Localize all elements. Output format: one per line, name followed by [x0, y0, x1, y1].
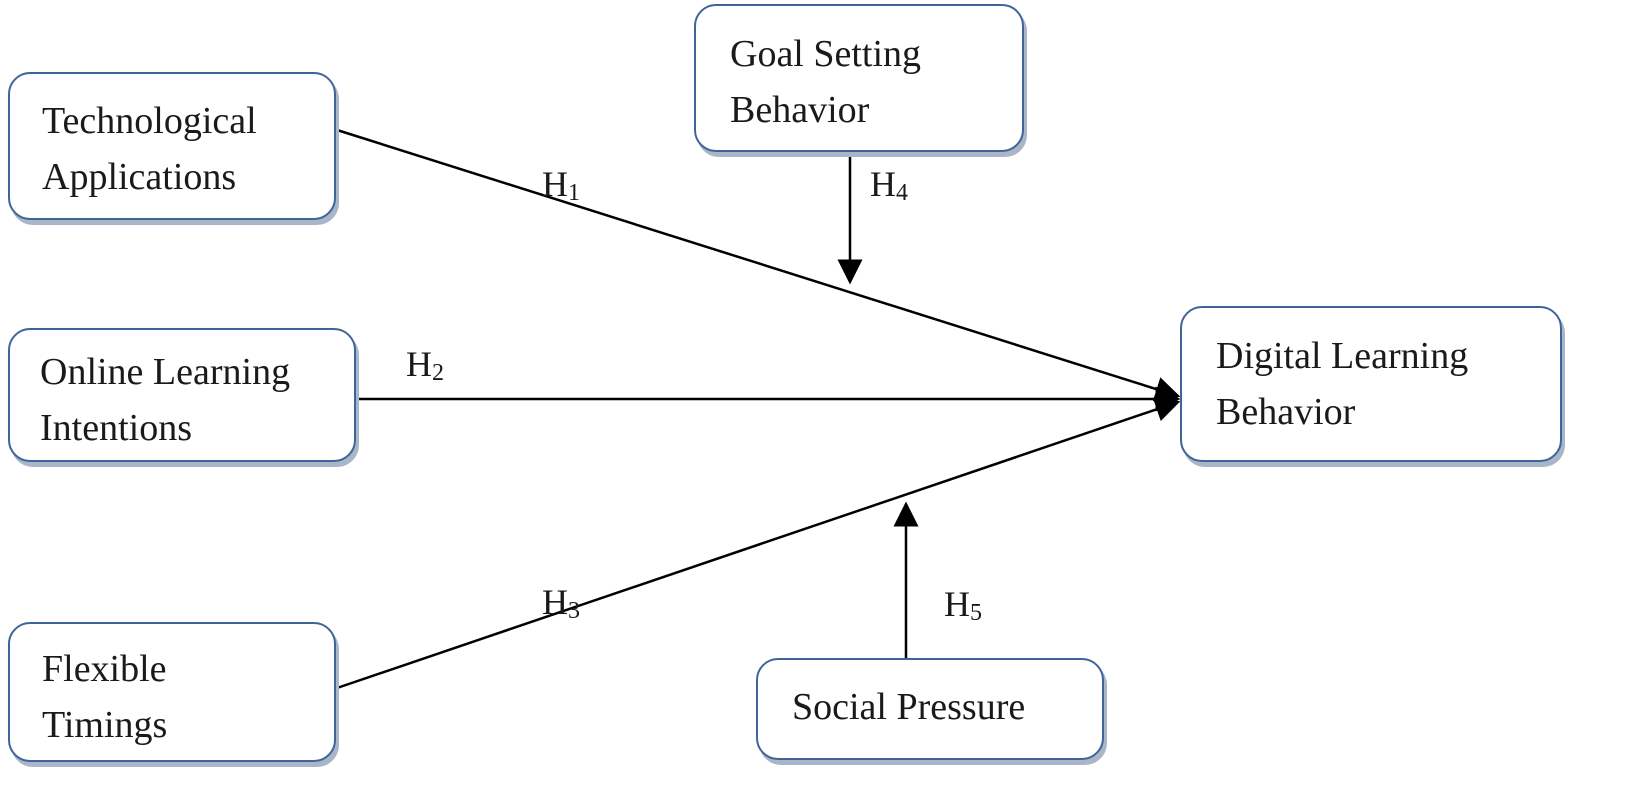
node-label-line: Social Pressure — [792, 686, 1026, 728]
edge-label-h3: H3 — [542, 584, 580, 629]
edge-label-h4: H4 — [870, 166, 908, 211]
edge-letter: H — [542, 582, 568, 622]
edge-letter: H — [870, 164, 896, 204]
node-label-line: Intentions — [40, 407, 192, 449]
node-label-line: Goal Setting — [730, 33, 922, 75]
node-label-line: Online Learning — [40, 351, 291, 393]
edge-subscript: 4 — [896, 180, 908, 206]
node-goal-setting-behavior: Goal Setting Behavior — [694, 4, 1024, 152]
edge-letter: H — [542, 164, 568, 204]
node-technological-applications: Technological Applications — [8, 72, 336, 220]
node-label-line: Timings — [42, 704, 168, 746]
node-label-line: Technological — [42, 100, 257, 142]
edge-label-h1: H1 — [542, 166, 580, 211]
node-digital-learning-behavior: Digital Learning Behavior — [1180, 306, 1562, 462]
node-label-line: Behavior — [1216, 391, 1356, 433]
edge-h3-line — [336, 397, 1181, 690]
edge-subscript: 3 — [568, 598, 580, 624]
node-label-line: Behavior — [730, 89, 870, 131]
edge-subscript: 5 — [970, 600, 982, 626]
node-online-learning-intentions: Online Learning Intentions — [8, 328, 356, 462]
node-label-line: Applications — [42, 156, 237, 198]
edge-letter: H — [406, 344, 432, 384]
edge-label-h2: H2 — [406, 346, 444, 391]
node-label-line: Digital Learning — [1216, 335, 1469, 377]
node-flexible-timings: Flexible Timings — [8, 622, 336, 762]
edge-letter: H — [944, 584, 970, 624]
edge-label-h5: H5 — [944, 586, 982, 631]
node-label-line: Flexible — [42, 648, 167, 690]
edge-subscript: 2 — [432, 360, 444, 386]
node-social-pressure: Social Pressure — [756, 658, 1104, 760]
edge-subscript: 1 — [568, 180, 580, 206]
edge-h1-line — [336, 128, 1181, 402]
